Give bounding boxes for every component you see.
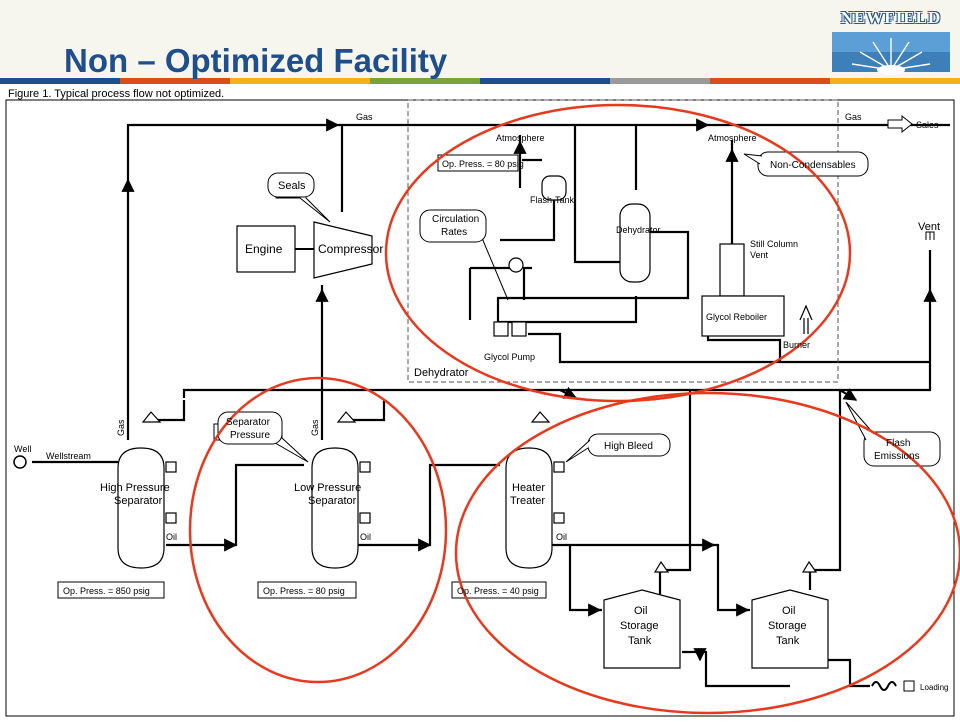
sunburst-icon <box>832 32 950 75</box>
label-tank2-oil: Oil <box>782 605 795 617</box>
flash-tank-vessel <box>541 175 567 201</box>
label-well: Well <box>14 444 31 454</box>
label-tank2-tank: Tank <box>776 635 800 647</box>
color-stripe <box>0 78 960 84</box>
highlight-tanks <box>454 391 960 715</box>
label-wellstream: Wellstream <box>46 451 91 461</box>
label-gas-top: Gas <box>356 112 373 122</box>
label-dehydrator-vessel: Dehydrator <box>616 225 661 235</box>
label-gas-hp: Gas <box>116 419 126 436</box>
callout-non-condensables <box>757 151 869 177</box>
label-tank1-tank: Tank <box>628 635 652 647</box>
dehydrator-vessel <box>619 203 651 283</box>
slide-title: Non – Optimized Facility <box>64 42 448 79</box>
label-vent: Vent <box>918 221 940 233</box>
loading-box <box>903 680 915 692</box>
still-column <box>719 243 745 297</box>
label-engine: Engine <box>245 242 283 256</box>
heat-exchanger-icon <box>508 257 524 273</box>
high-pressure-separator <box>117 411 177 569</box>
burner-flame-icon <box>799 304 813 334</box>
sales-arrow-icon <box>887 114 913 134</box>
label-flash-tank: Flash-Tank <box>530 195 575 205</box>
label-flash: Flash <box>886 438 910 449</box>
label-tank1-storage: Storage <box>620 620 659 632</box>
label-compressor: Compressor <box>318 242 383 256</box>
heater-treater <box>505 411 565 569</box>
label-gas-right: Gas <box>845 112 862 122</box>
callout-separator-pressure <box>217 411 283 445</box>
label-op-press-hp: Op. Press. = 850 psig <box>63 586 150 596</box>
label-burner: Burner <box>783 340 810 350</box>
label-still-column: Still Column <box>750 239 798 249</box>
label-op-press-dehydrator: Op. Press. = 80 psig <box>442 159 524 169</box>
label-atmosphere-right: Atmosphere <box>708 133 757 143</box>
dehydrator-boundary <box>407 99 839 383</box>
label-heater: Heater <box>512 482 545 494</box>
company-logo: NEWFIELD <box>828 8 954 76</box>
callout-circulation-rates <box>419 209 487 243</box>
logo-wordmark: NEWFIELD <box>840 8 942 27</box>
label-high-pressure: High Pressure <box>100 482 170 494</box>
op-press-hp-box <box>57 581 165 599</box>
highlight-separator <box>188 376 448 684</box>
loading-hose-icon <box>871 681 897 691</box>
label-loading: Loading <box>920 683 948 692</box>
label-hp-separator: Separator <box>114 495 163 507</box>
label-treater: Treater <box>510 495 545 507</box>
label-pressure: Pressure <box>230 430 270 441</box>
low-pressure-separator <box>311 411 371 569</box>
label-atmosphere-left: Atmosphere <box>496 133 545 143</box>
label-seals: Seals <box>278 180 306 192</box>
glycol-reboiler-box <box>701 295 785 337</box>
vent-stack-icon <box>925 231 935 240</box>
label-oil-ht: Oil <box>556 532 567 542</box>
label-non-condensables: Non-Condensables <box>770 160 856 171</box>
gas-header-line <box>126 123 950 400</box>
label-gas-lp: Gas <box>310 419 320 436</box>
label-rates: Rates <box>441 227 467 238</box>
op-press-dehydrator-box <box>437 154 519 172</box>
well-icon <box>13 455 27 469</box>
label-low-pressure: Low Pressure <box>294 482 361 494</box>
label-high-bleed: High Bleed <box>604 441 653 452</box>
figure-caption: Figure 1. Typical process flow not optim… <box>8 88 225 100</box>
label-glycol-pump: Glycol Pump <box>484 352 535 362</box>
label-tank2-storage: Storage <box>768 620 807 632</box>
label-still-column-vent: Vent <box>750 250 769 260</box>
compressor-shape <box>313 221 373 279</box>
header-band <box>0 0 960 78</box>
label-sales: Sales <box>916 120 939 130</box>
label-lp-separator: Separator <box>308 495 357 507</box>
label-op-press-lp: Op. Press. = 80 psig <box>263 586 345 596</box>
label-circulation: Circulation <box>432 214 479 225</box>
label-separator: Separator <box>226 417 271 428</box>
label-oil-lp: Oil <box>360 532 371 542</box>
oil-storage-tank-1 <box>603 560 681 669</box>
op-press-ht-box <box>451 581 547 599</box>
label-tank1-oil: Oil <box>634 605 647 617</box>
label-oil-hp: Oil <box>166 532 177 542</box>
callout-seals <box>267 172 315 198</box>
callout-flash-emissions <box>863 431 941 467</box>
label-glycol-reboiler: Glycol Reboiler <box>706 312 767 322</box>
highlight-dehydrator <box>384 103 852 403</box>
label-op-press-ht: Op. Press. = 40 psig <box>457 586 539 596</box>
op-press-lp-box <box>257 581 357 599</box>
oil-storage-tank-2 <box>751 560 829 669</box>
label-emissions: Emissions <box>874 451 920 462</box>
label-dehydrator-box: Dehydrator <box>414 367 469 379</box>
